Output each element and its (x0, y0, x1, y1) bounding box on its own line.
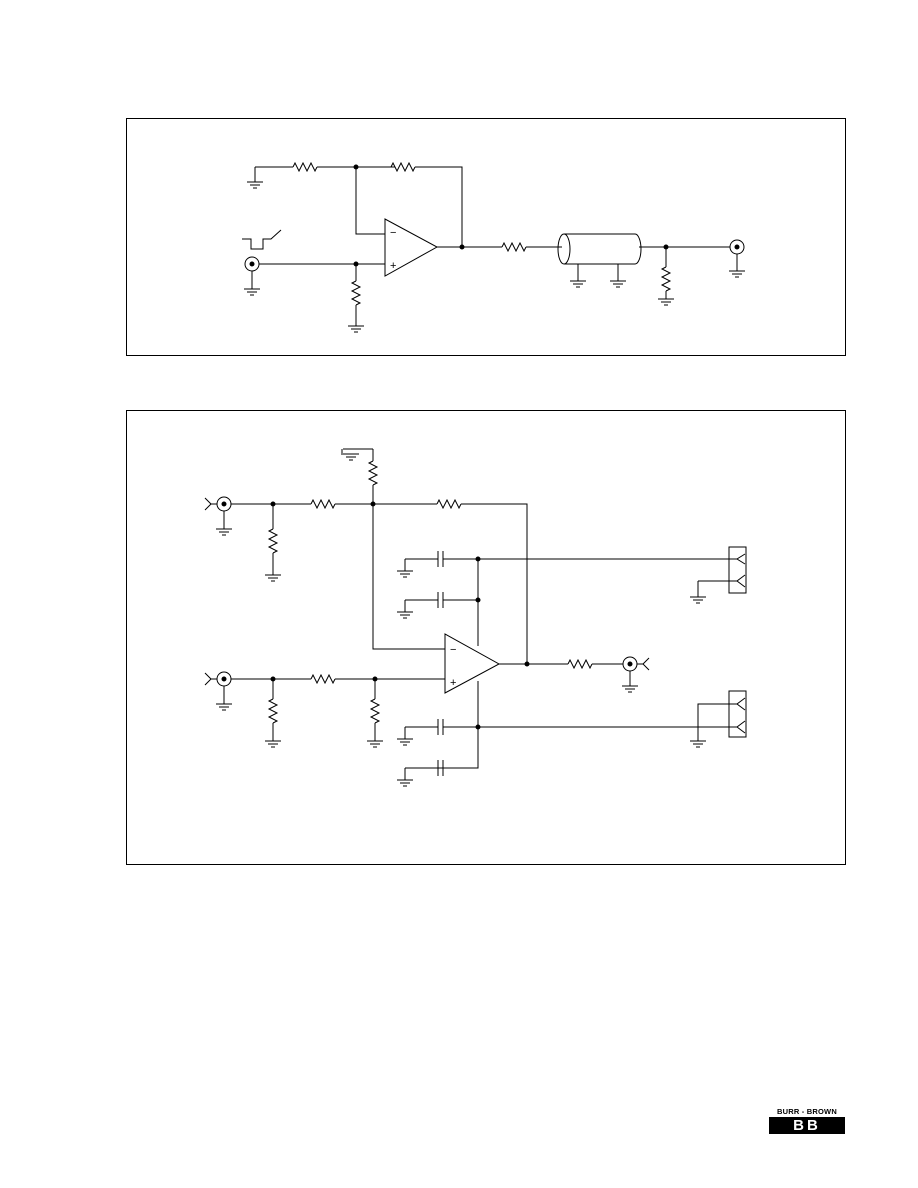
junction-dot (353, 164, 359, 170)
logo-badge: BB (769, 1117, 845, 1134)
junction-dot (370, 501, 376, 507)
figure-bottom-panel: − + (126, 410, 846, 865)
junction-dot (524, 661, 530, 667)
resistor-r1 (292, 161, 318, 173)
op-amp: − + (444, 633, 501, 694)
ground-symbol (658, 291, 674, 306)
op-amp-plus-label: + (450, 677, 456, 689)
ground-symbol (348, 305, 364, 333)
capacitor-bypass-4 (397, 760, 444, 787)
resistor-termination-1 (267, 528, 279, 554)
resistor-input-1 (310, 498, 336, 510)
resistor-feedback (436, 498, 462, 510)
op-amp-minus-label: − (390, 227, 396, 239)
power-supply-connector-positive (690, 546, 747, 604)
burr-brown-logo: BURR - BROWN BB (769, 1107, 845, 1134)
logo-letters: BB (793, 1117, 821, 1134)
ground-symbol (265, 553, 281, 582)
bnc-connector-input-noninverting (204, 671, 232, 711)
capacitor-bypass-3 (397, 719, 478, 746)
ground-symbol (367, 723, 383, 748)
capacitor-bypass-2 (397, 592, 478, 619)
resistor-input-2 (310, 673, 336, 685)
wire (461, 503, 528, 664)
bnc-connector-output (622, 656, 650, 693)
coaxial-cable-icon (557, 233, 642, 288)
capacitor-bypass-1 (397, 551, 478, 578)
ground-symbol (341, 448, 373, 461)
resistor-termination (350, 280, 362, 306)
ground-symbol (247, 167, 263, 189)
wire (372, 485, 445, 650)
bnc-connector-output (729, 239, 745, 278)
resistor-feedback (390, 161, 416, 173)
junction-dot (459, 244, 465, 250)
resistor-series-output (501, 241, 527, 253)
bnc-connector-input-inverting (204, 496, 232, 536)
resistor-series-output (567, 658, 593, 670)
logo-wordmark: BURR - BROWN (777, 1107, 837, 1116)
resistor-termination-2 (267, 698, 279, 724)
resistor-load (660, 266, 672, 292)
op-amp: − + (384, 218, 439, 277)
figure-top-schematic: − + (242, 161, 745, 333)
power-supply-connector-negative (690, 690, 747, 748)
resistor-gain-set (367, 460, 379, 486)
pulse-waveform-icon (242, 229, 282, 250)
figure-bottom-schematic: − + (204, 448, 747, 787)
figure-top-panel: − + (126, 118, 846, 356)
bnc-connector-input (244, 256, 260, 296)
ground-symbol (265, 723, 281, 748)
resistor-bias (369, 698, 381, 724)
wire (355, 167, 385, 235)
wire (438, 681, 479, 769)
op-amp-plus-label: + (390, 260, 396, 272)
op-amp-minus-label: − (450, 644, 456, 656)
wire (415, 166, 463, 247)
